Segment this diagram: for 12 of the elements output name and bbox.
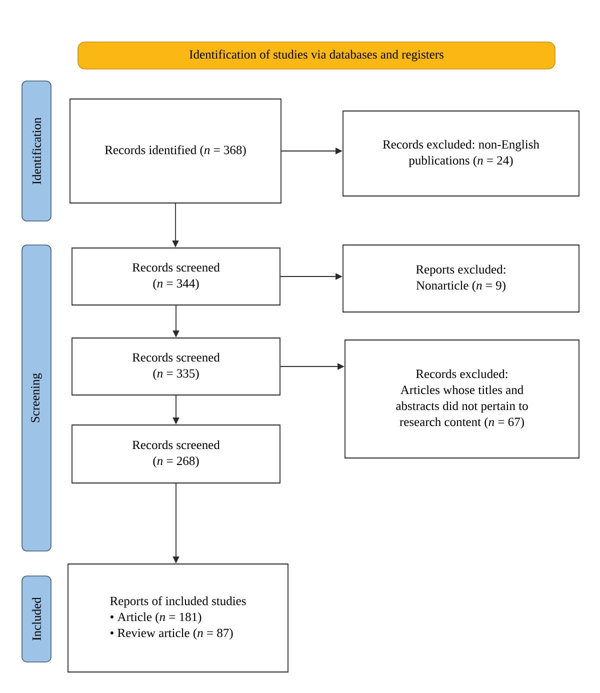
process-box: Records excluded: non-English publications (n = 24) — [342, 110, 580, 196]
process-box: Reports of included studies • Article (n = 181) • Review article (n = 87) — [68, 564, 288, 672]
phase-label: Identification — [22, 80, 52, 222]
process-box: Records screened (n = 268) — [72, 424, 280, 484]
process-box: Records identified (n = 368) — [70, 98, 282, 204]
phase-label: Screening — [22, 244, 52, 552]
phase-label: Included — [22, 576, 52, 662]
process-box: Records screened (n = 344) — [72, 248, 280, 306]
process-box: Reports excluded: Nonarticle (n = 9) — [342, 244, 580, 312]
process-box: Records excluded: Articles whose titles and abstracts did not pertain to research content (n = 67) — [344, 340, 580, 458]
section-banner: Identification of studies via databases and registers — [78, 42, 556, 70]
process-box: Records screened (n = 335) — [72, 338, 280, 396]
